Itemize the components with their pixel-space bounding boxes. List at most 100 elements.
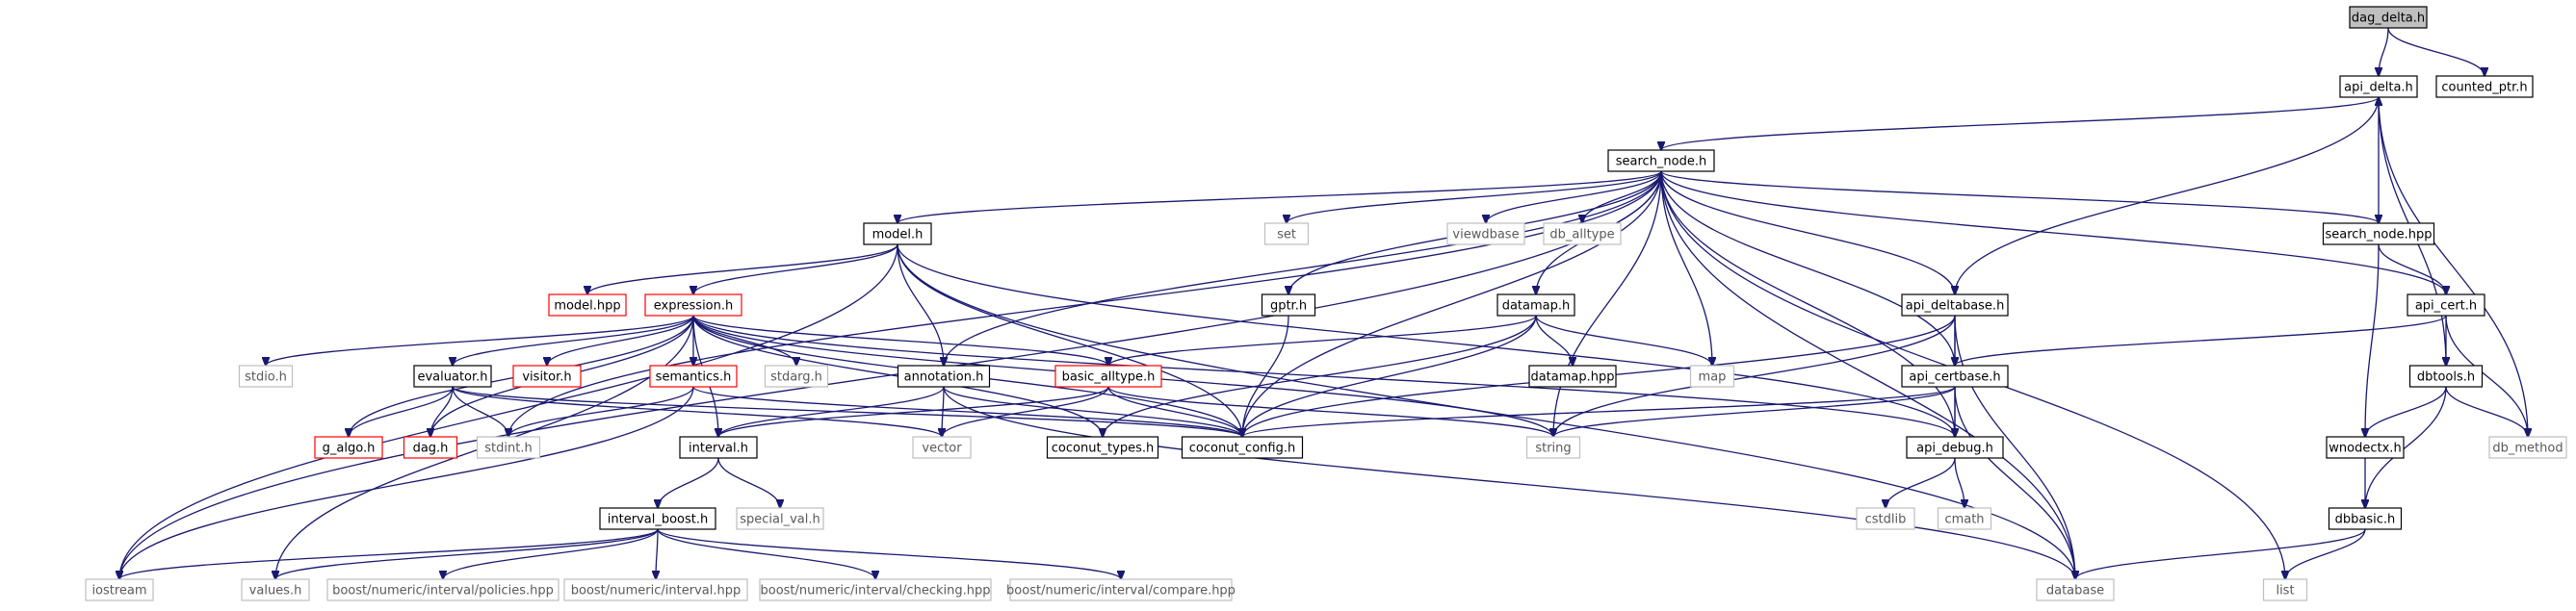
node-dag-delta[interactable]: dag_delta.h	[2349, 6, 2428, 29]
node-label: db_alltype	[1549, 228, 1614, 242]
node-dag[interactable]: dag.h	[403, 436, 458, 459]
edge-interval-boost-to-policies	[443, 528, 659, 579]
node-box	[2326, 436, 2405, 459]
node-box	[2262, 578, 2308, 601]
edge-basic-alltype-to-vector	[942, 386, 1109, 437]
node-label: database	[2046, 584, 2104, 598]
node-box	[1263, 222, 1310, 245]
node-label: cmath	[1944, 513, 1984, 527]
node-counted-ptr[interactable]: counted_ptr.h	[2435, 75, 2534, 98]
node-search-node-hpp[interactable]: search_node.hpp	[2322, 222, 2435, 245]
node-iostream: iostream	[85, 578, 154, 601]
edge-annotation-to-vector	[942, 386, 944, 437]
node-expression[interactable]: expression.h	[644, 293, 742, 317]
edge-api-delta-to-api-deltabase	[1955, 96, 2380, 294]
node-label: expression.h	[654, 299, 734, 314]
edge-evaluator-to-dag	[430, 386, 454, 437]
node-box	[1906, 436, 2004, 459]
node-box	[2488, 436, 2567, 459]
edge-search-node-to-viewdbase	[1486, 170, 1662, 223]
node-special-val: special_val.h	[736, 507, 824, 530]
node-dbbasic[interactable]: dbbasic.h	[2328, 507, 2403, 530]
node-label: interval_boost.h	[608, 513, 708, 527]
node-label: values.h	[249, 584, 302, 598]
node-model[interactable]: model.h	[863, 222, 932, 245]
node-stdarg: stdarg.h	[764, 365, 829, 388]
node-interval[interactable]: interval.h	[679, 436, 758, 459]
edge-layer	[119, 27, 2528, 579]
node-g-algo[interactable]: g_algo.h	[314, 436, 383, 459]
node-api-debug[interactable]: api_debug.h	[1906, 436, 2004, 459]
node-api-delta[interactable]: api_delta.h	[2339, 75, 2418, 98]
node-visitor[interactable]: visitor.h	[512, 365, 582, 388]
node-box	[1937, 507, 1992, 530]
edge-search-node-to-string	[1553, 170, 1662, 437]
edge-interval-boost-to-boost-interval	[656, 528, 658, 579]
edge-search-node-to-api-deltabase	[1660, 170, 1955, 294]
node-box	[512, 365, 582, 388]
edge-search-node-to-search-node-hpp	[1660, 170, 2379, 223]
node-label: cstdlib	[1865, 513, 1907, 527]
edge-semantics-to-coconut-config	[692, 386, 1242, 437]
edge-interval-boost-to-values	[275, 528, 659, 579]
node-checking: boost/numeric/interval/checking.hpp	[759, 578, 992, 601]
node-label: special_val.h	[740, 513, 820, 527]
node-box	[1525, 436, 1581, 459]
edge-model-to-expression	[693, 243, 898, 294]
node-box	[764, 365, 829, 388]
node-semantics[interactable]: semantics.h	[649, 365, 738, 388]
node-coconut-config[interactable]: coconut_config.h	[1181, 436, 1304, 459]
node-gptr[interactable]: gptr.h	[1261, 293, 1316, 317]
edge-dbbasic-to-database	[2075, 528, 2366, 579]
node-label: dag_delta.h	[2352, 12, 2425, 26]
edge-search-node-to-api-cert	[1660, 170, 2446, 294]
node-box	[679, 436, 758, 459]
node-datamap-hpp[interactable]: datamap.hpp	[1528, 365, 1617, 388]
edge-search-node-to-coconut-config	[1242, 170, 1662, 437]
node-coconut-types[interactable]: coconut_types.h	[1046, 436, 1159, 459]
node-wnodectx[interactable]: wnodectx.h	[2326, 436, 2405, 459]
node-box	[238, 365, 294, 388]
node-evaluator[interactable]: evaluator.h	[413, 365, 492, 388]
node-api-cert[interactable]: api_cert.h	[2407, 293, 2485, 317]
node-label: viewdbase	[1452, 228, 1519, 242]
edge-search-node-to-annotation	[944, 170, 1662, 366]
edge-search-node-hpp-to-wnodectx	[2365, 243, 2380, 437]
edge-expression-to-stdio	[266, 315, 694, 366]
node-label: list	[2276, 584, 2294, 598]
node-box	[2408, 365, 2484, 388]
edge-expression-to-api-debug	[692, 315, 1955, 437]
node-basic-alltype[interactable]: basic_alltype.h	[1054, 365, 1162, 388]
node-map: map	[1689, 365, 1735, 388]
node-label: stdio.h	[245, 370, 287, 385]
edge-basic-alltype-to-coconut-config	[1107, 386, 1242, 437]
node-label: g_algo.h	[323, 442, 376, 456]
edge-datamap-to-basic-alltype	[1108, 315, 1537, 366]
node-box	[1901, 365, 2009, 388]
node-box	[759, 578, 992, 601]
node-label: evaluator.h	[417, 370, 487, 385]
edge-dbtools-to-dbbasic	[2365, 386, 2447, 508]
node-label: wnodectx.h	[2329, 442, 2401, 456]
node-cmath: cmath	[1937, 507, 1992, 530]
node-interval-boost[interactable]: interval_boost.h	[599, 507, 716, 530]
node-boost-interval: boost/numeric/interval.hpp	[563, 578, 748, 601]
node-label: boost/numeric/interval/policies.hpp	[332, 584, 554, 598]
node-box	[649, 365, 738, 388]
node-label: iostream	[91, 584, 146, 598]
edge-dag-delta-to-api-delta	[2379, 27, 2389, 76]
node-dbtools[interactable]: dbtools.h	[2408, 365, 2484, 388]
node-search-node[interactable]: search_node.h	[1607, 149, 1715, 172]
edge-search-node-to-database	[1660, 170, 2075, 579]
node-box	[1046, 436, 1159, 459]
node-annotation[interactable]: annotation.h	[897, 365, 991, 388]
node-api-certbase[interactable]: api_certbase.h	[1901, 365, 2009, 388]
node-label: boost/numeric/interval/checking.hpp	[760, 584, 990, 598]
node-model-hpp[interactable]: model.hpp	[548, 293, 627, 317]
node-datamap[interactable]: datamap.h	[1496, 293, 1575, 317]
node-api-deltabase[interactable]: api_deltabase.h	[1901, 293, 2009, 317]
edge-model-to-model-hpp	[587, 243, 898, 294]
edge-search-node-to-set	[1287, 170, 1662, 223]
edge-model-to-annotation	[897, 243, 944, 366]
